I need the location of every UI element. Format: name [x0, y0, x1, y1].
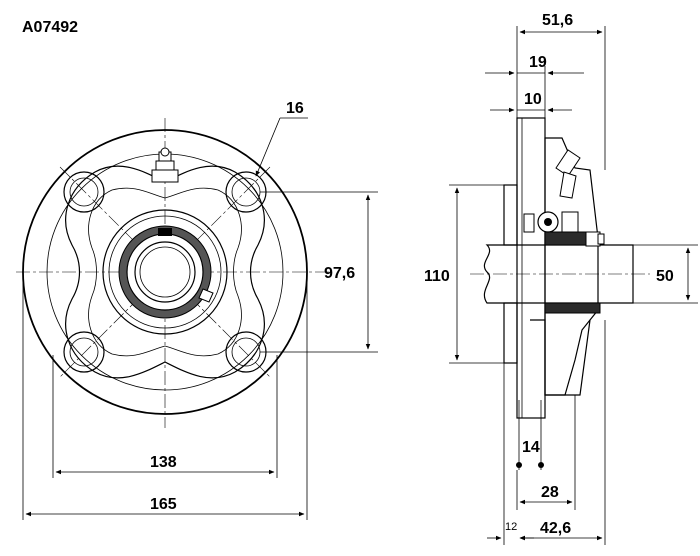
- dim-total-width: 51,6: [542, 12, 573, 29]
- side-view: 51,6 19 10 110 50 14 28: [424, 12, 698, 545]
- bolt-holes: [63, 171, 267, 373]
- leader-16: [255, 117, 281, 177]
- housing-body: [65, 165, 265, 379]
- shaft-side: [483, 244, 634, 304]
- front-view: 16 97,6 138 165: [16, 100, 378, 520]
- set-screw-side: [198, 288, 214, 303]
- dim-outer-diameter: 165: [150, 496, 177, 513]
- dim-bolt-spacing: 97,6: [324, 265, 355, 282]
- housing-lower-boss: [530, 319, 591, 396]
- dim-bolt-circle: 138: [150, 454, 177, 471]
- set-screw-tip: [597, 233, 605, 245]
- dim-28: 28: [541, 484, 559, 501]
- dim-10: 10: [524, 91, 542, 108]
- inner-ring-section-low: [544, 302, 601, 314]
- boss-outer-ring: [102, 209, 228, 335]
- bolt-hole-top-left-inner: [69, 177, 99, 207]
- grease-nipple-icon: [151, 147, 179, 183]
- set-screw-top: [158, 228, 172, 236]
- dim-height: 110: [424, 268, 450, 285]
- seal-right: [561, 211, 579, 233]
- part-number: A07492: [22, 19, 78, 36]
- housing-inner-outline: [88, 187, 242, 357]
- boss-left-lower: [503, 302, 518, 364]
- inner-ring: [126, 233, 204, 311]
- dim-bolt-hole-diameter: 16: [286, 100, 304, 117]
- bore: [134, 241, 196, 303]
- dot-14-left: [516, 462, 522, 468]
- dim-shaft: 50: [656, 268, 674, 285]
- shaft: [139, 246, 191, 298]
- grease-nipple-side-icon: [555, 149, 581, 199]
- bolt-hole-bottom-left: [63, 331, 105, 373]
- bolt-hole-top-left: [63, 171, 105, 213]
- flange-plate: [516, 117, 546, 419]
- boss-left: [503, 184, 518, 246]
- dim-42-6: 42,6: [540, 520, 571, 537]
- ball-center: [544, 218, 552, 226]
- seal-left: [523, 213, 535, 233]
- dim-19: 19: [529, 54, 547, 71]
- dot-14-right: [538, 462, 544, 468]
- boss-ring-2: [108, 215, 222, 329]
- dim-14: 14: [522, 439, 540, 456]
- bolt-hole-bottom-left-inner: [69, 337, 99, 367]
- dim-12: 12: [505, 521, 517, 533]
